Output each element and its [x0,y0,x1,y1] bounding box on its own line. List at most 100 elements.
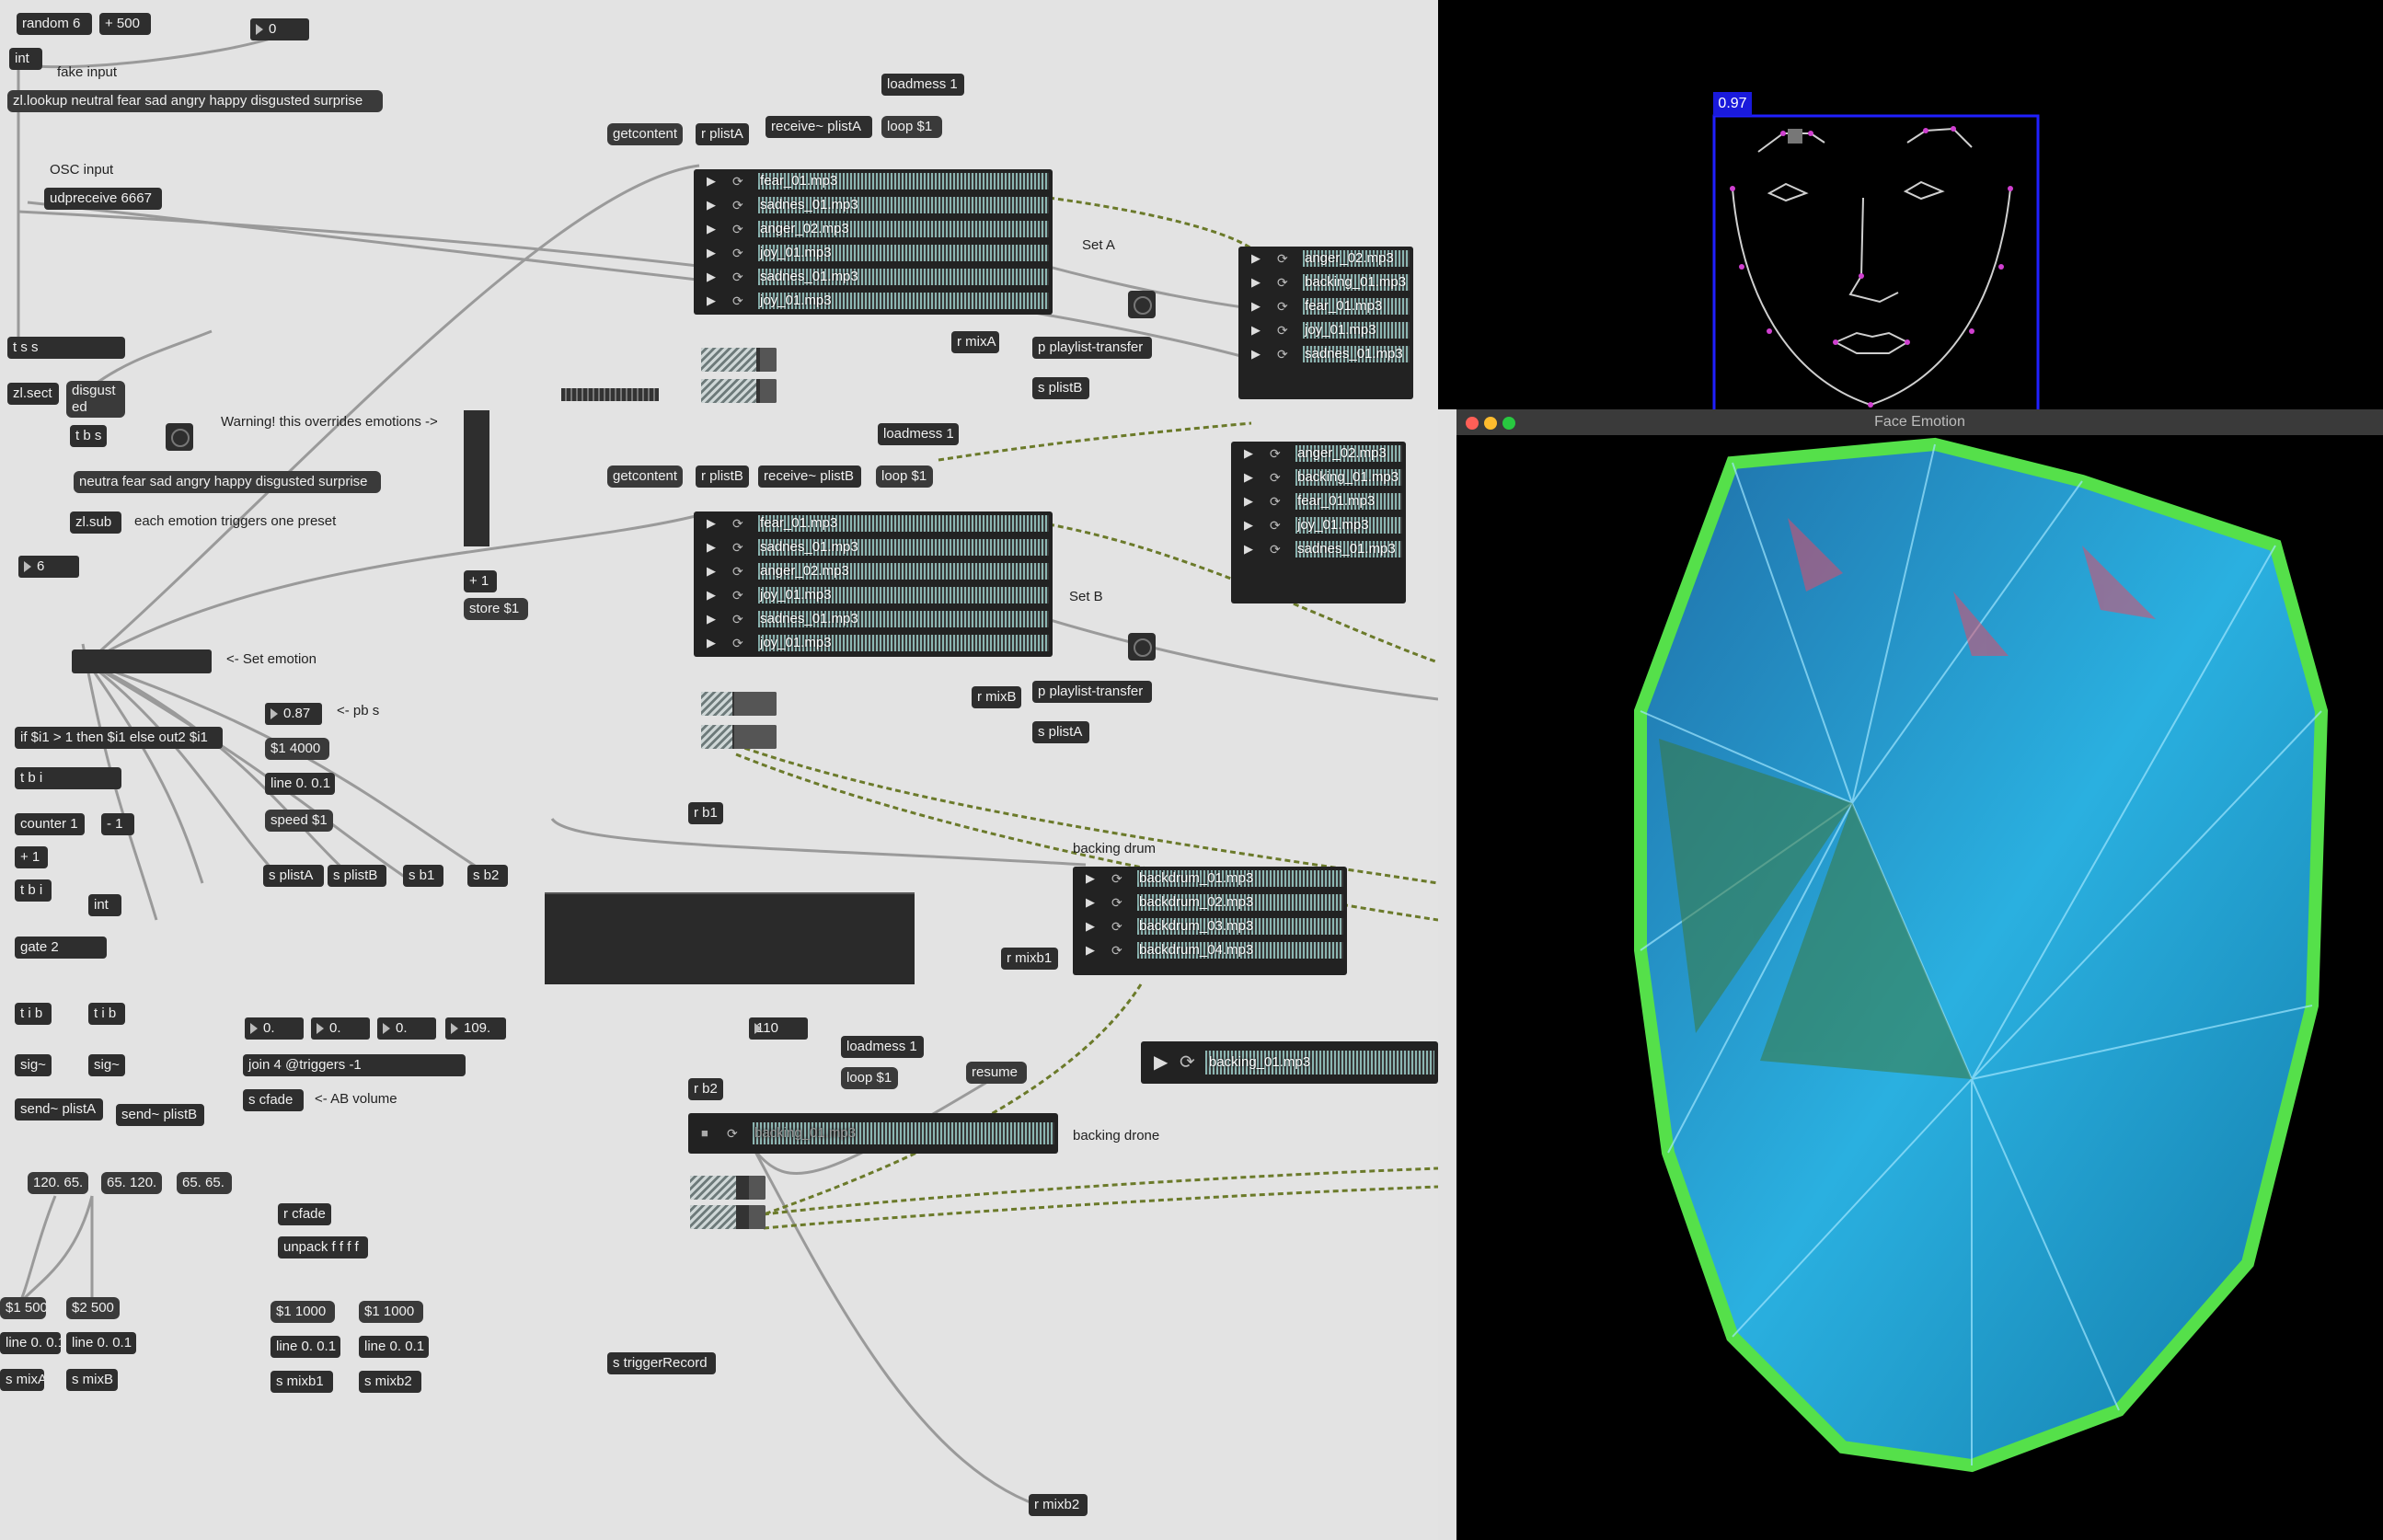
play-icon[interactable]: ▶ [1086,943,1095,957]
loop-icon[interactable]: ⟳ [1111,943,1122,958]
play-icon[interactable]: ▶ [1251,347,1261,361]
r-b1-object[interactable]: r b1 [688,802,723,824]
max-patcher-canvas[interactable]: random 6 + 500 0 int fake input zl.looku… [0,0,1438,1540]
line-4-object[interactable]: line 0. 0.1 [359,1336,429,1358]
play-icon[interactable]: ▶ [707,612,716,626]
loop-icon[interactable]: ⟳ [1277,251,1288,266]
loop-b-message[interactable]: loop $1 [876,465,933,488]
gain-a1[interactable] [701,348,777,372]
minimize-button[interactable] [1484,417,1497,430]
line-object[interactable]: line 0. 0.1 [265,773,335,795]
loop-icon[interactable]: ⟳ [732,516,743,531]
number-110[interactable]: 110 [749,1017,808,1040]
s-plistA-object[interactable]: s plistA [263,865,324,887]
line-1-object[interactable]: line 0. 0.1 [0,1332,61,1354]
loop-icon[interactable]: ⟳ [732,222,743,236]
loop-icon[interactable]: ⟳ [732,293,743,308]
drone-row[interactable]: ■ ⟳ backing_01.mp3 [688,1113,1058,1154]
tib1-object[interactable]: t i b [15,1003,52,1025]
random-object[interactable]: random 6 [17,13,92,35]
loop-icon[interactable]: ⟳ [1270,518,1281,533]
counter-object[interactable]: counter 1 [15,813,85,835]
getcontent-b[interactable]: getcontent [607,465,683,488]
s-b1-object[interactable]: s b1 [403,865,443,887]
loop-icon[interactable]: ⟳ [1111,871,1122,886]
loop-c-message[interactable]: loop $1 [841,1067,898,1089]
play-icon[interactable]: ▶ [707,516,716,530]
play-icon[interactable]: ▶ [1251,323,1261,337]
playlist-b-row[interactable]: ▶⟳fear_01.mp3 [694,511,1053,535]
playlist-a[interactable]: ▶⟳fear_01.mp3▶⟳sadnes_01.mp3▶⟳anger_02.m… [694,169,1053,315]
msg-1000a[interactable]: $1 1000 [271,1301,335,1323]
play-icon[interactable]: ▶ [707,588,716,602]
play-icon[interactable]: ▶ [1244,542,1253,556]
gain-c1[interactable] [690,1176,766,1200]
playback-speed-number[interactable]: 0.87 [265,703,322,725]
r-plistA-object[interactable]: r plistA [696,123,749,145]
loop-icon[interactable]: ⟳ [1111,895,1122,910]
playlist-right-b[interactable]: ▶⟳anger_02.mp3▶⟳backing_01.mp3▶⟳fear_01.… [1231,442,1406,603]
send-plistB-object[interactable]: send~ plistB [116,1104,204,1126]
play-icon[interactable]: ▶ [1086,919,1095,933]
playlist-drum-row[interactable]: ▶⟳backdrum_02.mp3 [1073,891,1347,914]
playlist-a-row[interactable]: ▶⟳joy_01.mp3 [694,241,1053,265]
msg-120-65[interactable]: 120. 65. [28,1172,88,1194]
s-plistA-out[interactable]: s plistA [1032,721,1089,743]
number-109[interactable]: 109. [445,1017,506,1040]
playlist-a-row[interactable]: ▶⟳anger_02.mp3 [694,217,1053,241]
loop-a-message[interactable]: loop $1 [881,116,942,138]
tbi-object[interactable]: t b i [15,767,121,789]
play-icon[interactable]: ▶ [1251,251,1261,265]
loop-icon[interactable]: ⟳ [1277,347,1288,362]
loop-icon[interactable]: ⟳ [732,588,743,603]
line-2-object[interactable]: line 0. 0.1 [66,1332,136,1354]
s-mixb1-object[interactable]: s mixb1 [271,1371,333,1393]
loop-icon[interactable]: ⟳ [732,246,743,260]
number-0a[interactable]: 0. [245,1017,304,1040]
gain-b1[interactable] [701,692,777,716]
r-mixB-object[interactable]: r mixB [972,686,1021,708]
s-mixb2-object[interactable]: s mixb2 [359,1371,421,1393]
msg-1000b[interactable]: $1 1000 [359,1301,423,1323]
loop-icon[interactable]: ⟳ [1270,542,1281,557]
playlist-b-row[interactable]: ▶⟳joy_01.mp3 [694,631,1053,655]
receive-plistB-object[interactable]: receive~ plistB [758,465,861,488]
playlist-right-a-row[interactable]: ▶⟳backing_01.mp3 [1238,270,1413,294]
loop-icon[interactable]: ⟳ [1277,275,1288,290]
r-plistB-object[interactable]: r plistB [696,465,749,488]
playlist-drum-row[interactable]: ▶⟳backdrum_04.mp3 [1073,938,1347,962]
send-plistA-object[interactable]: send~ plistA [15,1098,103,1121]
r-mixb1-object[interactable]: r mixb1 [1001,948,1058,970]
loadmess-c[interactable]: loadmess 1 [841,1036,924,1058]
play-icon[interactable]: ▶ [707,222,716,236]
sig1-object[interactable]: sig~ [15,1054,52,1076]
play-icon[interactable]: ▶ [1244,446,1253,460]
play-icon[interactable]: ▶ [1086,895,1095,909]
playlist-b-row[interactable]: ▶⟳sadnes_01.mp3 [694,607,1053,631]
play-icon[interactable]: ▶ [707,293,716,307]
playlist-right-b-row[interactable]: ▶⟳backing_01.mp3 [1231,465,1406,489]
gain-a2[interactable] [701,379,777,403]
playlist-right-b-row[interactable]: ▶⟳joy_01.mp3 [1231,513,1406,537]
plus-1b-object[interactable]: + 1 [15,846,48,868]
gain-b2[interactable] [701,725,777,749]
playlist-right-a-row[interactable]: ▶⟳joy_01.mp3 [1238,318,1413,342]
plus-1-object[interactable]: + 1 [464,570,497,592]
getcontent-a[interactable]: getcontent [607,123,683,145]
zl-lookup-object[interactable]: zl.lookup neutral fear sad angry happy d… [7,90,383,112]
playlist-right-a-row[interactable]: ▶⟳anger_02.mp3 [1238,247,1413,270]
backing-row[interactable]: ▶ ⟳ backing_01.mp3 [1141,1041,1438,1084]
playlist-b-row[interactable]: ▶⟳anger_02.mp3 [694,559,1053,583]
play-icon[interactable]: ▶ [707,198,716,212]
s-mixB-object[interactable]: s mixB [66,1369,118,1391]
s-triggerRecord-object[interactable]: s triggerRecord [607,1352,716,1374]
r-cfade-object[interactable]: r cfade [278,1203,331,1225]
play-icon[interactable]: ▶ [1251,299,1261,313]
msg-65-120[interactable]: 65. 120. [101,1172,162,1194]
playlist-a-row[interactable]: ▶⟳joy_01.mp3 [694,289,1053,313]
store-message[interactable]: store $1 [464,598,528,620]
playlist-drone[interactable]: ■ ⟳ backing_01.mp3 [688,1113,1058,1154]
playlist-a-row[interactable]: ▶⟳sadnes_01.mp3 [694,265,1053,289]
s-mixA-object[interactable]: s mixA [0,1369,44,1391]
gain-c2[interactable] [690,1205,766,1229]
